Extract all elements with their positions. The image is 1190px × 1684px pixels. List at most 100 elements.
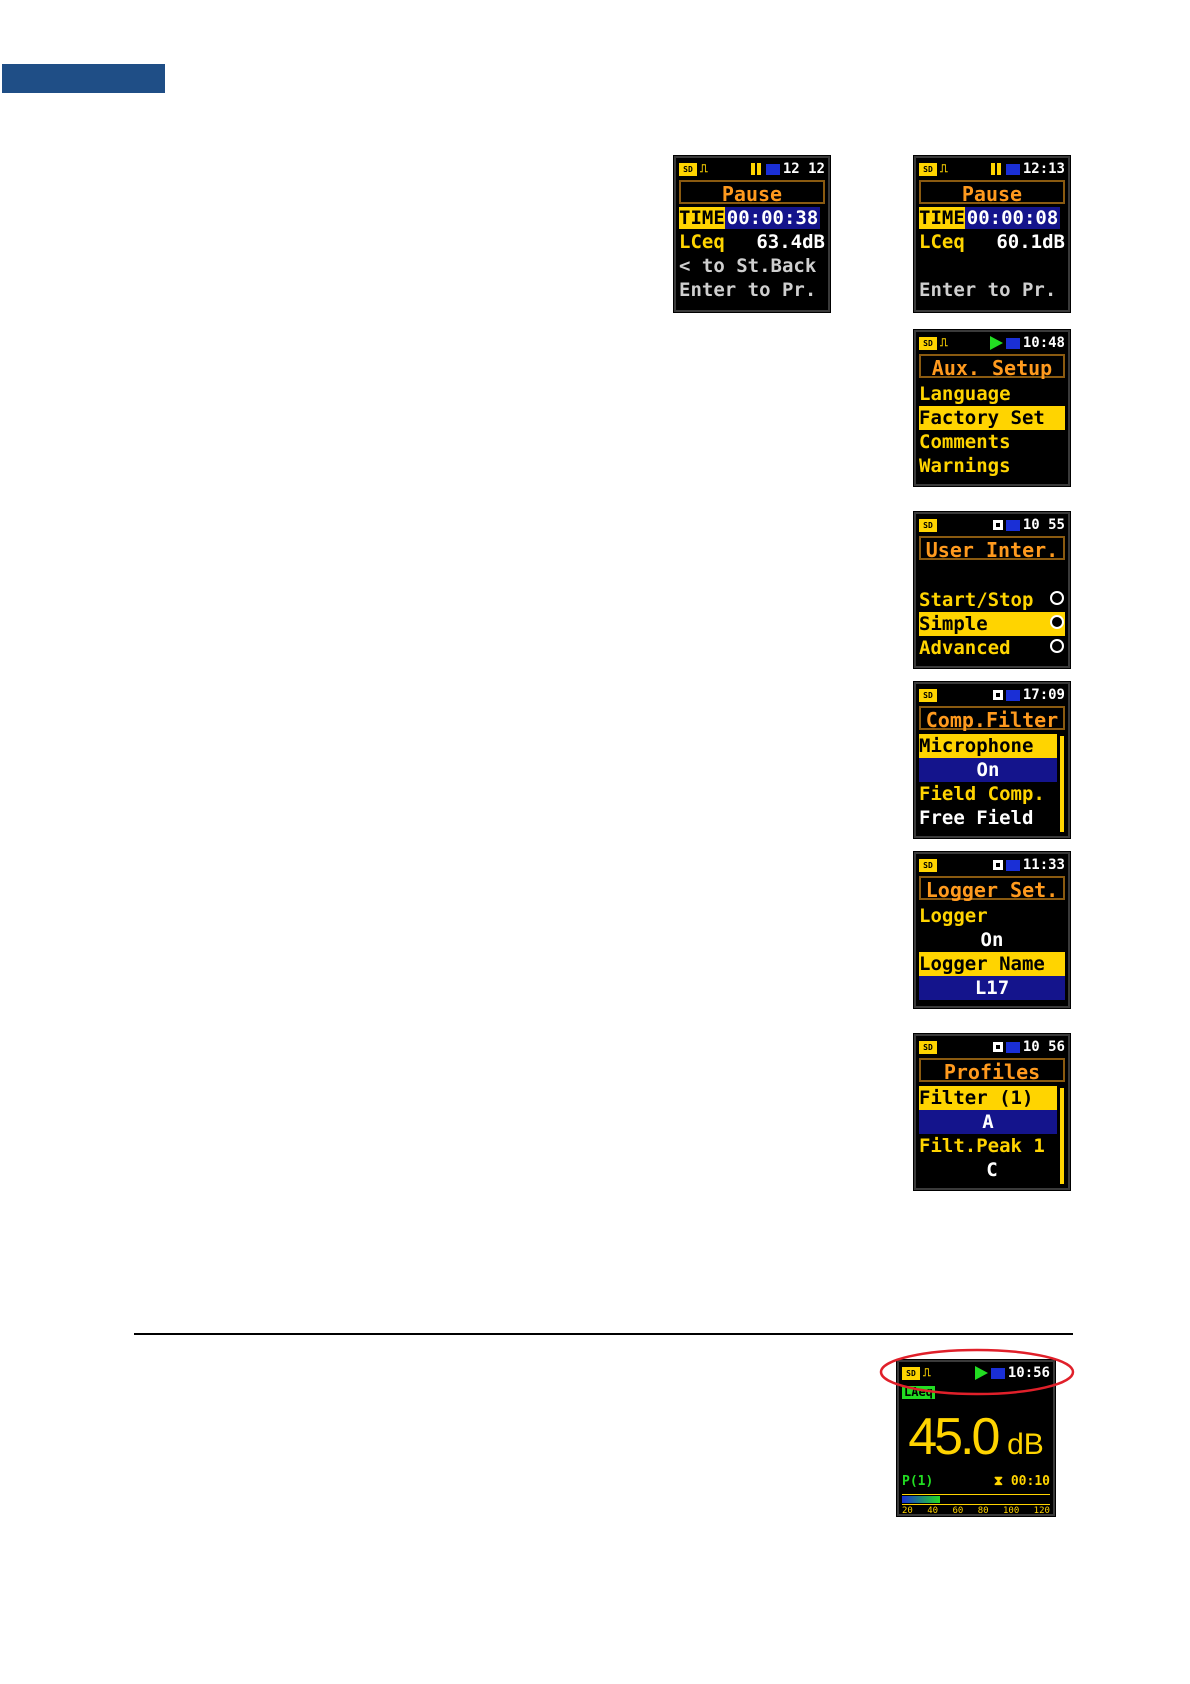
lceq-row: LCeq 60.1dB bbox=[919, 230, 1065, 254]
signal-icon: ⎍ bbox=[940, 336, 948, 349]
option-simple[interactable]: Simple bbox=[919, 612, 1065, 636]
section-divider bbox=[134, 1333, 1073, 1335]
screen-title: Profiles bbox=[919, 1058, 1065, 1084]
field-comp-value[interactable]: Free Field bbox=[919, 807, 1034, 829]
filter-value[interactable]: A bbox=[919, 1110, 1057, 1134]
highlight-ellipse bbox=[879, 1348, 1075, 1396]
play-icon bbox=[989, 336, 1003, 350]
status-bar: SD 10 56 bbox=[919, 1039, 1065, 1055]
scrollbar[interactable] bbox=[1060, 1088, 1064, 1184]
screen-title: Comp.Filter bbox=[919, 706, 1065, 732]
stop-icon bbox=[992, 860, 1003, 870]
sd-card-icon: SD bbox=[919, 858, 937, 872]
profiles-screen: SD 10 56 Profiles Filter (1) A Filt.Peak… bbox=[913, 1033, 1071, 1191]
highlight-circle bbox=[879, 1348, 1075, 1396]
menu-item-filter[interactable]: Filter (1) bbox=[919, 1086, 1057, 1110]
screen-title: Logger Set. bbox=[919, 876, 1065, 902]
screen-title: Aux. Setup bbox=[919, 354, 1065, 380]
stop-icon bbox=[992, 520, 1003, 530]
status-bar: SD ⎍ 12 12 bbox=[679, 161, 825, 177]
menu-item-comments[interactable]: Comments bbox=[919, 431, 1011, 453]
battery-icon bbox=[1005, 519, 1020, 531]
menu-item-logger-name[interactable]: Logger Name bbox=[919, 952, 1065, 976]
play-icon bbox=[974, 1366, 988, 1380]
option-label: Advanced bbox=[919, 637, 1011, 659]
signal-icon: ⎍ bbox=[923, 1366, 931, 1379]
option-advanced[interactable]: Advanced bbox=[919, 636, 1065, 660]
lceq-label: LCeq bbox=[679, 231, 725, 253]
measurement-screen: SD ⎍ 10:56 LAeq 45.0 dB P(1) ⧗ 00:10 20 … bbox=[896, 1359, 1056, 1517]
scale-tick: 20 bbox=[902, 1506, 913, 1516]
level-value: 45.0 bbox=[908, 1408, 1000, 1466]
signal-icon: ⎍ bbox=[700, 162, 708, 175]
radio-icon bbox=[1050, 591, 1064, 605]
sd-card-icon: SD bbox=[919, 518, 937, 532]
radio-selected-icon bbox=[1050, 615, 1064, 629]
clock: 10:56 bbox=[1007, 1365, 1050, 1381]
menu-item-microphone[interactable]: Microphone bbox=[919, 734, 1057, 758]
menu-item-factory-set[interactable]: Factory Set bbox=[919, 406, 1065, 430]
scale-tick: 80 bbox=[977, 1506, 989, 1516]
scale-tick: 100 bbox=[1003, 1506, 1020, 1516]
timer-value: 00:10 bbox=[1010, 1474, 1050, 1489]
scale-tick: 120 bbox=[1033, 1506, 1050, 1516]
menu-item-logger[interactable]: Logger bbox=[919, 905, 988, 927]
status-bar: SD ⎍ 12:13 bbox=[919, 161, 1065, 177]
sd-card-icon: SD bbox=[919, 336, 937, 350]
scale-tick: 40 bbox=[927, 1506, 939, 1516]
battery-icon bbox=[765, 163, 780, 175]
lceq-label: LCeq bbox=[919, 231, 965, 253]
status-bar: SD ⎍ 10:56 bbox=[902, 1365, 1050, 1381]
profile-label: P(1) bbox=[902, 1474, 934, 1489]
logger-value[interactable]: On bbox=[980, 929, 1004, 951]
clock: 10 56 bbox=[1022, 1039, 1065, 1055]
status-bar: SD 17:09 bbox=[919, 687, 1065, 703]
menu-item-filt-peak[interactable]: Filt.Peak 1 bbox=[919, 1135, 1045, 1157]
battery-icon bbox=[1005, 1041, 1020, 1053]
time-label: TIME bbox=[919, 207, 965, 229]
pause-icon bbox=[989, 163, 1003, 175]
pause-icon bbox=[749, 163, 763, 175]
logger-name-value[interactable]: L17 bbox=[919, 976, 1065, 1000]
sd-card-icon: SD bbox=[902, 1366, 920, 1380]
lceq-row: LCeq 63.4dB bbox=[679, 230, 825, 254]
screen-title: User Inter. bbox=[919, 536, 1065, 562]
time-value: 00:00:08 bbox=[964, 207, 1061, 229]
menu-item-field-comp[interactable]: Field Comp. bbox=[919, 783, 1045, 805]
level-bar bbox=[902, 1494, 1050, 1504]
info-row: P(1) ⧗ 00:10 bbox=[902, 1474, 1050, 1490]
clock: 12 12 bbox=[782, 161, 825, 177]
option-label: Start/Stop bbox=[919, 589, 1034, 611]
scrollbar[interactable] bbox=[1060, 736, 1064, 832]
sd-card-icon: SD bbox=[679, 162, 697, 176]
empty-row bbox=[919, 254, 1065, 278]
clock: 10:48 bbox=[1022, 335, 1065, 351]
microphone-value[interactable]: On bbox=[919, 758, 1057, 782]
battery-icon bbox=[1005, 163, 1020, 175]
battery-icon bbox=[1005, 337, 1020, 349]
clock: 17:09 bbox=[1022, 687, 1065, 703]
radio-icon bbox=[1050, 639, 1064, 653]
filt-peak-value[interactable]: C bbox=[986, 1159, 998, 1181]
screen-title: Pause bbox=[919, 180, 1065, 206]
level-unit: dB bbox=[1007, 1428, 1044, 1461]
stop-icon bbox=[992, 690, 1003, 700]
level-readout: 45.0 dB bbox=[902, 1404, 1050, 1474]
screen-title: Pause bbox=[679, 180, 825, 206]
menu-item-language[interactable]: Language bbox=[919, 383, 1011, 405]
status-bar: SD 10 55 bbox=[919, 517, 1065, 533]
sd-card-icon: SD bbox=[919, 1040, 937, 1054]
scale-labels: 20 40 60 80 100 120 bbox=[902, 1504, 1050, 1516]
clock: 10 55 bbox=[1022, 517, 1065, 533]
battery-icon bbox=[990, 1367, 1005, 1379]
signal-icon: ⎍ bbox=[940, 162, 948, 175]
logger-setup-screen: SD 11:33 Logger Set. Logger On Logger Na… bbox=[913, 851, 1071, 1009]
option-start-stop[interactable]: Start/Stop bbox=[919, 588, 1065, 612]
menu-item-warnings[interactable]: Warnings bbox=[919, 455, 1011, 477]
level-bar-fill bbox=[902, 1496, 940, 1503]
lceq-value: 63.4dB bbox=[756, 231, 825, 253]
option-label: Simple bbox=[919, 613, 988, 635]
